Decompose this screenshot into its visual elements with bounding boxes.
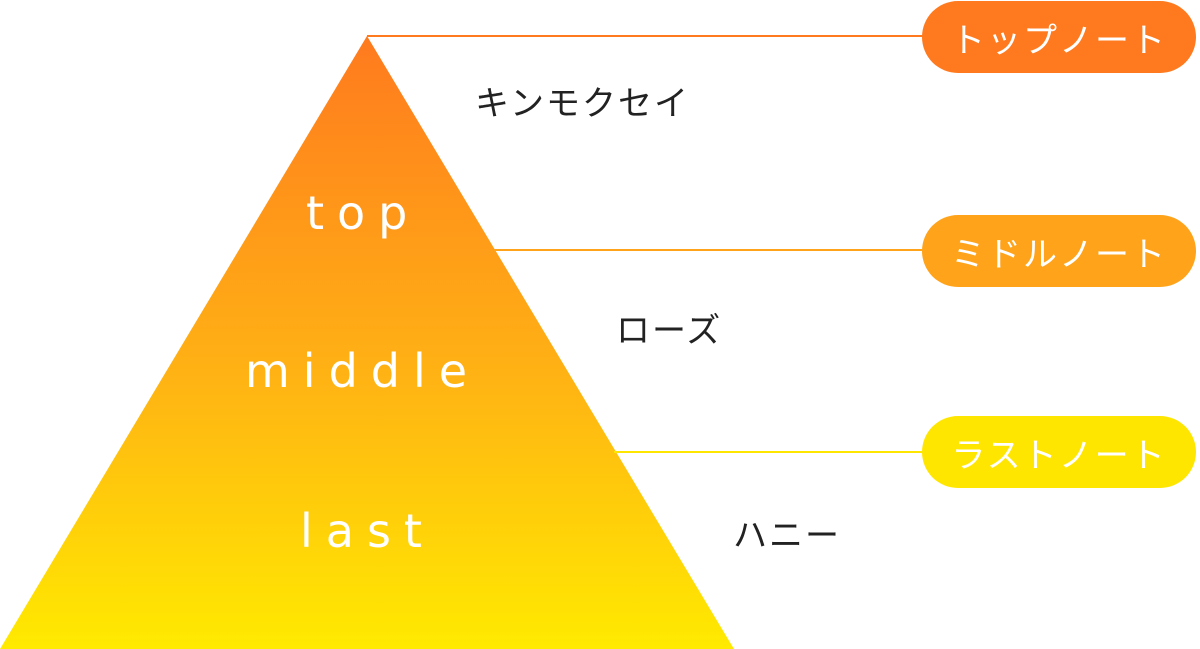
badge-middle-note: ミドルノート bbox=[922, 215, 1196, 287]
tier-label-middle: middle bbox=[245, 344, 481, 398]
ingredient-last: ハニー bbox=[733, 516, 841, 556]
ingredient-middle: ローズ bbox=[616, 311, 723, 351]
pyramid-shape bbox=[0, 36, 734, 649]
badge-top-note: トップノート bbox=[922, 1, 1196, 73]
tier-label-last: last bbox=[300, 504, 435, 558]
badge-last-note: ラストノート bbox=[922, 416, 1196, 488]
tier-label-top: top bbox=[306, 186, 421, 240]
ingredient-top: キンモクセイ bbox=[475, 84, 690, 124]
